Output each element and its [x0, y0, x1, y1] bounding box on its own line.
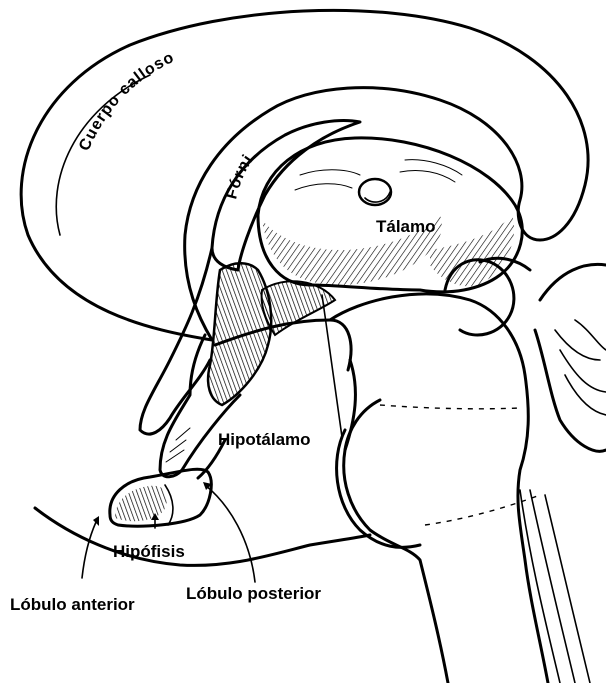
pons-shape	[337, 400, 420, 547]
pituitary-label: Hipófisis	[113, 542, 185, 561]
posterior-lobe-label: Lóbulo posterior	[186, 584, 321, 603]
cerebellum-shape	[535, 264, 606, 451]
hypothalamus-pointer	[322, 295, 342, 437]
thalamus-shape	[258, 138, 522, 292]
anterior-lobe-arrowhead	[93, 516, 99, 526]
fornix-label: Fórnix	[0, 0, 257, 201]
thalamus-label: Tálamo	[376, 217, 436, 236]
corpus-callosum-label: Cuerpo calloso	[76, 49, 177, 154]
anterior-lobe-label: Lóbulo anterior	[10, 595, 135, 614]
posterior-lobe-pointer	[205, 485, 255, 582]
anterior-lobe-pointer	[82, 522, 96, 578]
hypothalamus-label: Hipotálamo	[218, 430, 311, 449]
brainstem-shape	[330, 294, 590, 683]
thalamus-adhesion	[359, 179, 391, 205]
